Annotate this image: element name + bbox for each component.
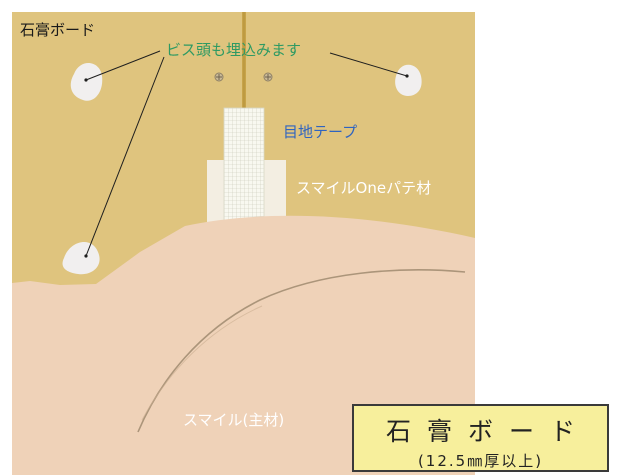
spec-box: 石膏ボード (12.5㎜厚以上) [352, 404, 609, 472]
screw-head-icon [263, 72, 273, 82]
plaster-crack [137, 269, 466, 433]
spec-box-title: 石膏ボード [385, 417, 591, 446]
label-screw-heads: ビス頭も埋込みます [166, 41, 302, 59]
screw-patch-top-right [395, 64, 422, 96]
label-joint-tape: 目地テープ [283, 123, 358, 141]
label-main-plaster: スマイル(主材) [183, 411, 285, 429]
screw-head-icon [214, 72, 224, 82]
joint-tape [223, 107, 265, 229]
screw-patch-top-left [70, 62, 103, 101]
screw-patch-bottom-left [62, 241, 100, 275]
label-gypsum-board: 石膏ボード [20, 21, 96, 39]
spec-box-subtitle: (12.5㎜厚以上) [417, 452, 544, 470]
label-putty: スマイルOneパテ材 [296, 179, 432, 197]
